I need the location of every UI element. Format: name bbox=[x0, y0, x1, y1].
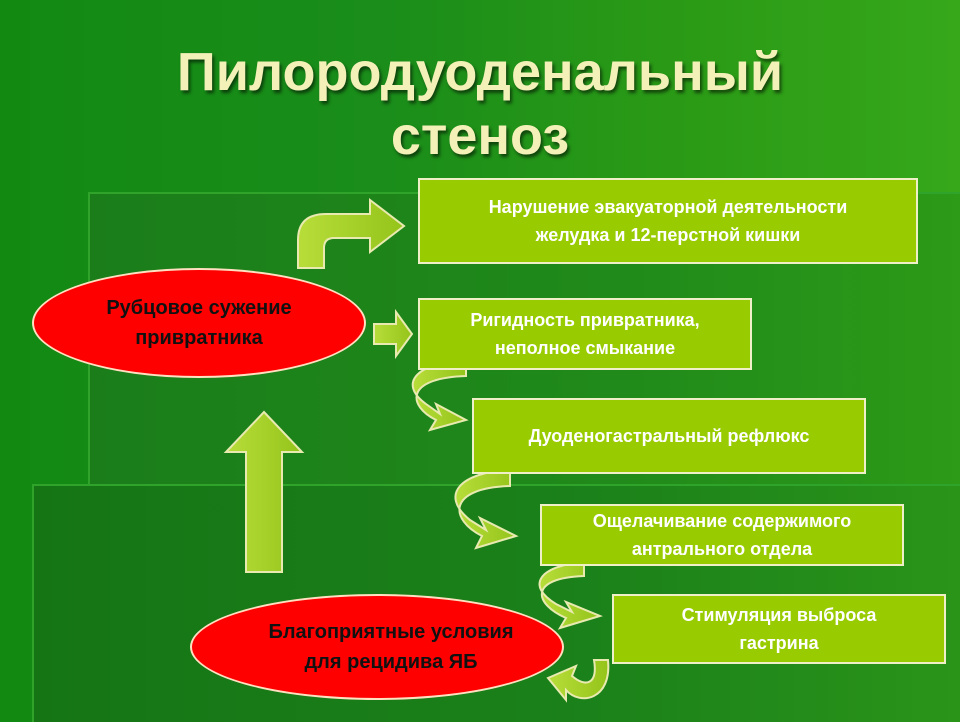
node-conditions-line-2: для рецидива ЯБ bbox=[304, 651, 478, 673]
curved-arrow-to-gastrin bbox=[538, 560, 603, 630]
return-arrow-to-conditions bbox=[546, 659, 610, 703]
node-cause-line-2: привратника bbox=[135, 327, 263, 349]
slide-title: Пилородуоденальный стеноз bbox=[0, 40, 960, 168]
title-line-2: стеноз bbox=[390, 106, 570, 166]
node-gastrin-box: Стимуляция выброса гастрина bbox=[612, 594, 946, 664]
node-evacuation-line-2: желудка и 12-перстной кишки bbox=[535, 225, 801, 245]
node-reflux-line-1: Дуоденогастральный рефлюкс bbox=[528, 426, 810, 446]
bent-arrow-to-evacuation bbox=[297, 197, 406, 269]
node-rigidity-line-2: неполное смыкание bbox=[494, 338, 676, 358]
curved-arrow-to-alkalization bbox=[454, 468, 519, 550]
up-arrow-to-cause bbox=[223, 410, 305, 573]
arrow-to-rigidity bbox=[373, 308, 414, 360]
node-rigidity-line-1: Ригидность привратника, bbox=[470, 310, 700, 330]
node-gastrin-line-1: Стимуляция выброса bbox=[681, 605, 877, 625]
node-evacuation-line-1: Нарушение эвакуаторной деятельности bbox=[488, 197, 848, 217]
node-alkalization-box: Ощелачивание содержимого антрального отд… bbox=[540, 504, 904, 566]
node-evacuation-box: Нарушение эвакуаторной деятельности желу… bbox=[418, 178, 918, 264]
node-cause-ellipse: Рубцовое сужение привратника bbox=[32, 268, 366, 378]
node-conditions-line-1: Благоприятные условия bbox=[268, 621, 514, 643]
title-line-1: Пилородуоденальный bbox=[176, 42, 784, 102]
node-cause-line-1: Рубцовое сужение bbox=[106, 297, 292, 319]
node-conditions-ellipse: Благоприятные условия для рецидива ЯБ bbox=[190, 594, 564, 700]
node-rigidity-box: Ригидность привратника, неполное смыкани… bbox=[418, 298, 752, 370]
curved-arrow-to-reflux bbox=[411, 358, 469, 432]
node-alkalization-line-2: антрального отдела bbox=[631, 539, 813, 559]
node-alkalization-line-1: Ощелачивание содержимого bbox=[592, 511, 852, 531]
node-reflux-box: Дуоденогастральный рефлюкс bbox=[472, 398, 866, 474]
node-gastrin-line-2: гастрина bbox=[739, 633, 819, 653]
